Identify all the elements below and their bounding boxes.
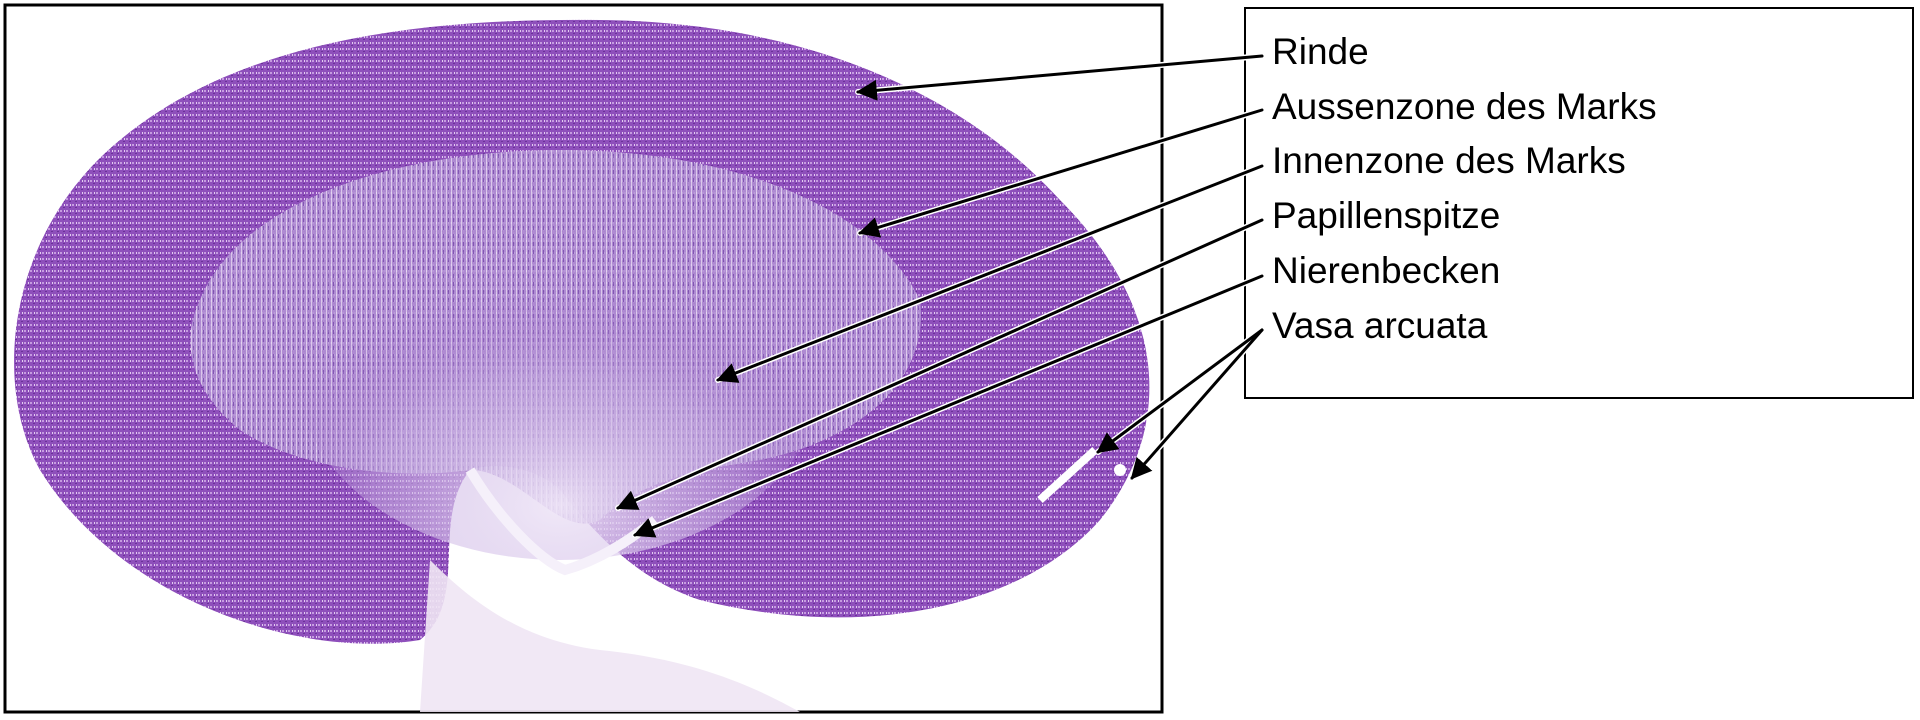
arrow-innenzone <box>716 164 1264 383</box>
arrow-aussenzone <box>857 108 1264 238</box>
label-papillenspitze: Papillenspitze <box>1272 195 1500 236</box>
arrow-vasa-arcuata-1 <box>1096 328 1264 454</box>
hilum-tissue <box>420 560 800 712</box>
label-rinde: Rinde <box>1272 31 1369 72</box>
arrow-nierenbecken <box>633 274 1264 538</box>
renal-pelvis <box>465 467 659 576</box>
label-nierenbecken: Nierenbecken <box>1272 250 1500 291</box>
label-box <box>1244 7 1914 399</box>
inner-medulla <box>300 200 820 560</box>
vasa-arcuata-vessel <box>1114 464 1126 476</box>
label-innenzone-des-marks: Innenzone des Marks <box>1272 140 1626 181</box>
label-vasa-arcuata: Vasa arcuata <box>1272 305 1488 346</box>
arrow-vasa-arcuata-2 <box>1130 328 1264 480</box>
vasa-arcuata-vessel <box>1037 447 1098 503</box>
kidney-section-image <box>14 19 1150 712</box>
arrow-papillenspitze <box>616 218 1264 510</box>
label-aussenzone-des-marks: Aussenzone des Marks <box>1272 86 1657 127</box>
leader-lines <box>615 53 1265 538</box>
arrow-rinde <box>855 54 1264 101</box>
